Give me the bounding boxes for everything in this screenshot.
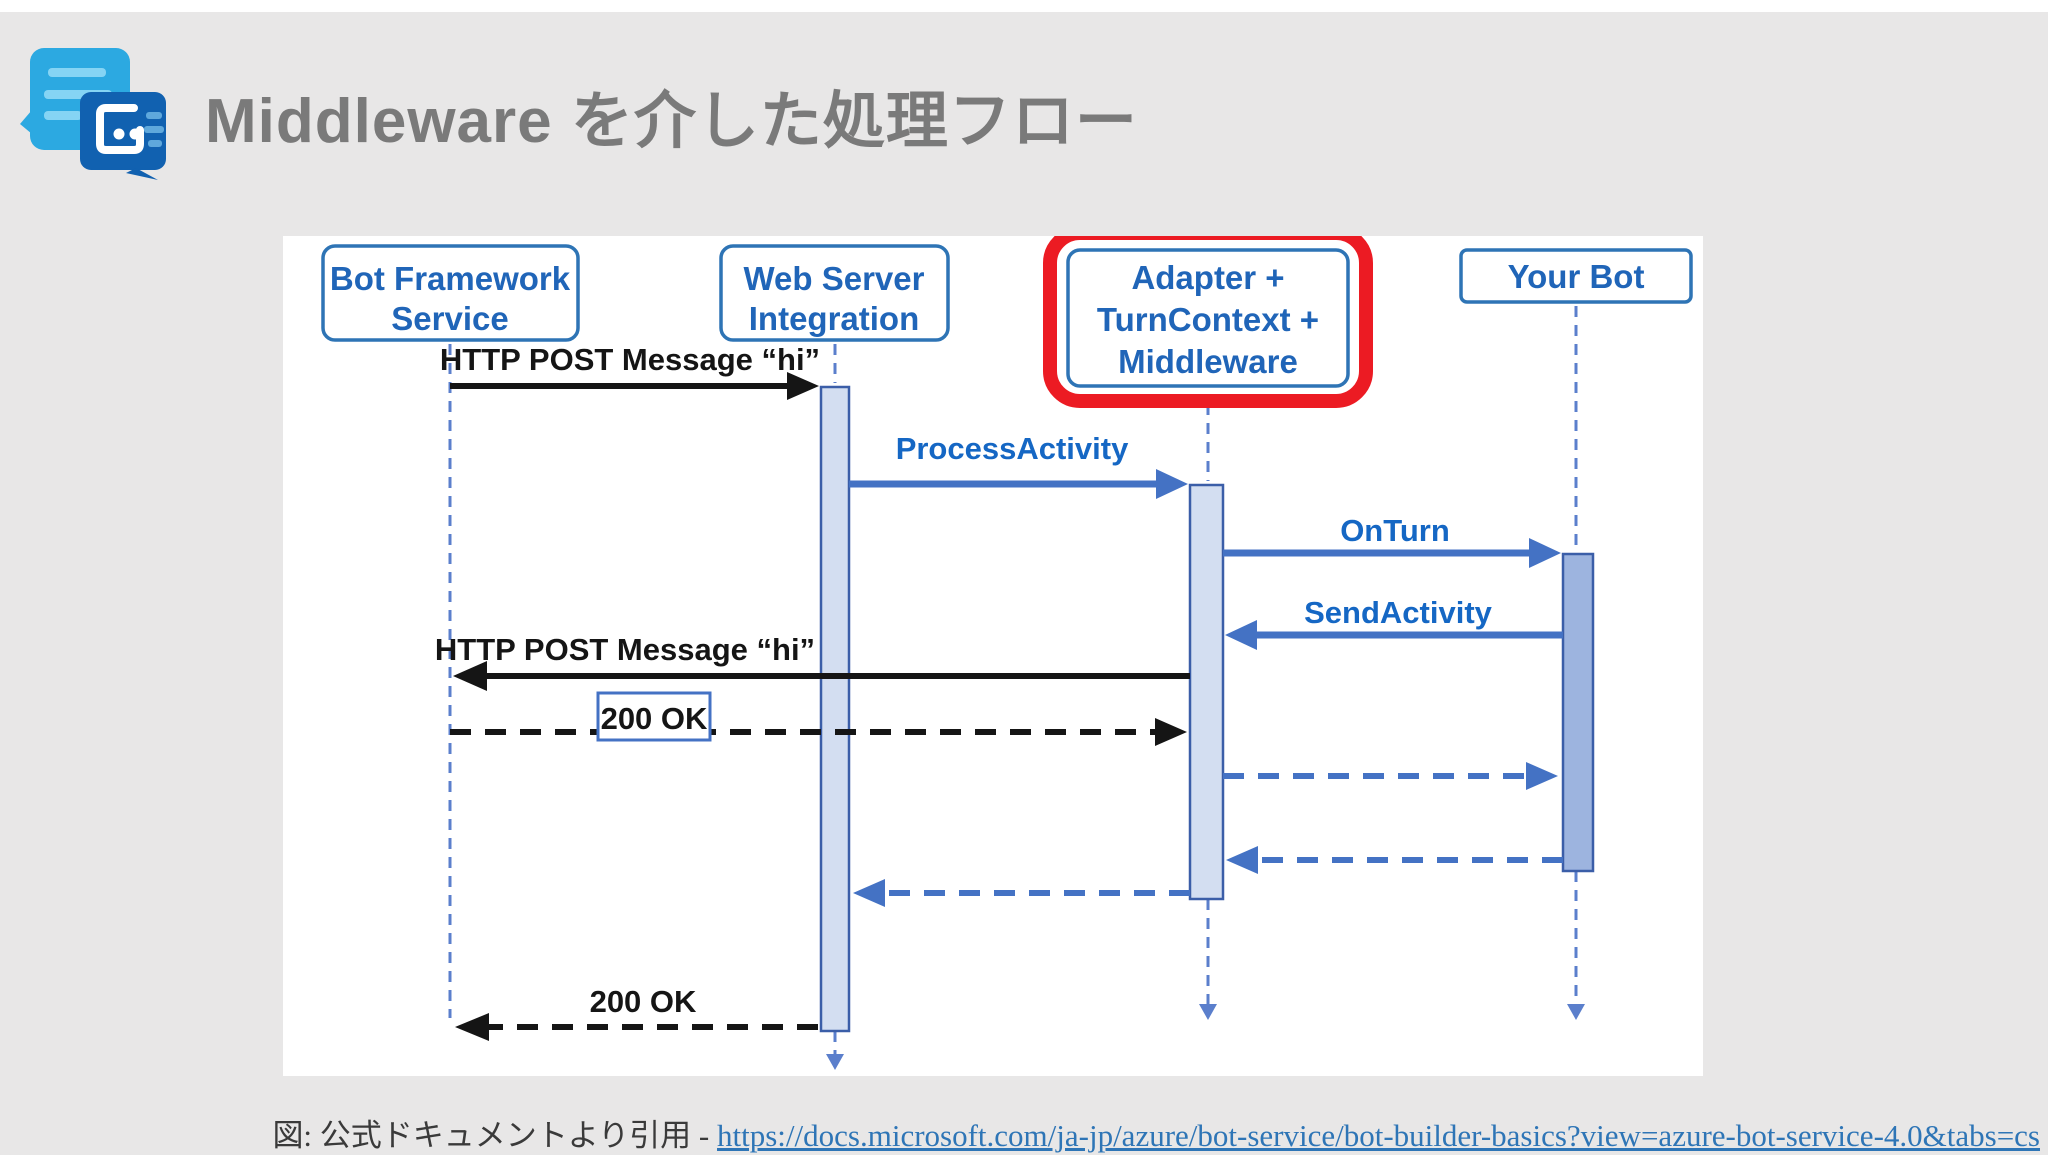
arrowhead xyxy=(1526,762,1558,790)
lifeline-arrow-adapter xyxy=(1199,1004,1217,1020)
message-send-activity: SendActivity xyxy=(1225,595,1563,650)
activation-bar-your-bot xyxy=(1561,552,1595,873)
participant-label: Adapter + xyxy=(1131,259,1284,296)
activation-bar-web-server xyxy=(819,385,851,1033)
participant-label: Bot Framework xyxy=(330,260,571,297)
arrowhead xyxy=(1225,620,1257,650)
sequence-diagram: HTTP POST Message “hi” ProcessActivity O… xyxy=(321,226,1693,1070)
robot-face-glyph xyxy=(96,104,144,154)
participant-adapter-turncontext-middleware: Adapter + TurnContext + Middleware xyxy=(1043,226,1373,408)
participant-web-server-integration: Web Server Integration xyxy=(719,244,950,342)
message-dashed-return-to-your-bot xyxy=(1223,762,1558,790)
lifeline-arrow-your-bot xyxy=(1567,1004,1585,1020)
message-label-process-activity: ProcessActivity xyxy=(896,431,1129,466)
page-title: Middleware を介した処理フロー xyxy=(205,87,1138,156)
arrowhead xyxy=(1529,538,1561,568)
front-chat-bubble xyxy=(80,92,166,180)
arrowhead xyxy=(1226,846,1258,874)
message-dashed-return-to-web-server xyxy=(853,879,1190,907)
participant-your-bot: Your Bot xyxy=(1459,248,1693,304)
message-on-turn: OnTurn xyxy=(1223,513,1561,568)
caption-link[interactable]: https://docs.microsoft.com/ja-jp/azure/b… xyxy=(717,1118,2040,1153)
caption: 図: 公式ドキュメントより引用 - https://docs.microsoft… xyxy=(140,1110,2040,1155)
message-200-ok-top: 200 OK xyxy=(450,691,1187,746)
lifeline-end-arrows xyxy=(826,1004,1585,1070)
lifelines xyxy=(448,306,1578,1056)
lifeline-arrow-web-server xyxy=(826,1054,844,1070)
label-box-200-ok xyxy=(596,691,712,742)
message-http-post-left: HTTP POST Message “hi” xyxy=(435,632,1190,691)
message-process-activity: ProcessActivity xyxy=(849,431,1188,499)
participant-label: Your Bot xyxy=(1508,258,1645,295)
participant-label: TurnContext + xyxy=(1097,301,1319,338)
message-http-post-right: HTTP POST Message “hi” xyxy=(440,342,820,400)
chat-bubbles-icon xyxy=(20,48,166,180)
message-label-http-post-right: HTTP POST Message “hi” xyxy=(440,342,820,377)
participant-label: Integration xyxy=(749,300,920,337)
caption-text: 図: 公式ドキュメントより引用 - xyxy=(272,1118,718,1153)
arrowhead xyxy=(453,661,487,691)
participant-label: Web Server xyxy=(744,260,925,297)
participant-bot-framework-service: Bot Framework Service xyxy=(321,244,580,342)
message-200-ok-bottom: 200 OK xyxy=(455,984,818,1041)
sequence-diagram-panel: HTTP POST Message “hi” ProcessActivity O… xyxy=(283,226,1703,1076)
message-label-send-activity: SendActivity xyxy=(1304,595,1493,630)
arrowhead xyxy=(1155,718,1187,746)
arrowhead xyxy=(787,372,819,400)
message-label-http-post-left: HTTP POST Message “hi” xyxy=(435,632,815,667)
activation-bar-adapter xyxy=(1188,483,1225,901)
arrowhead xyxy=(853,879,885,907)
arrowhead xyxy=(455,1013,489,1041)
message-label-200-ok-top: 200 OK xyxy=(601,701,708,736)
message-label-on-turn: OnTurn xyxy=(1340,513,1450,548)
participant-label: Service xyxy=(391,300,508,337)
message-dashed-return-to-adapter xyxy=(1226,846,1563,874)
top-white-strip xyxy=(0,0,2048,12)
participant-label: Middleware xyxy=(1118,343,1298,380)
arrowhead xyxy=(1156,469,1188,499)
slide-header: Middleware を介した処理フロー xyxy=(0,12,2048,192)
message-label-200-ok-bottom: 200 OK xyxy=(590,984,697,1019)
